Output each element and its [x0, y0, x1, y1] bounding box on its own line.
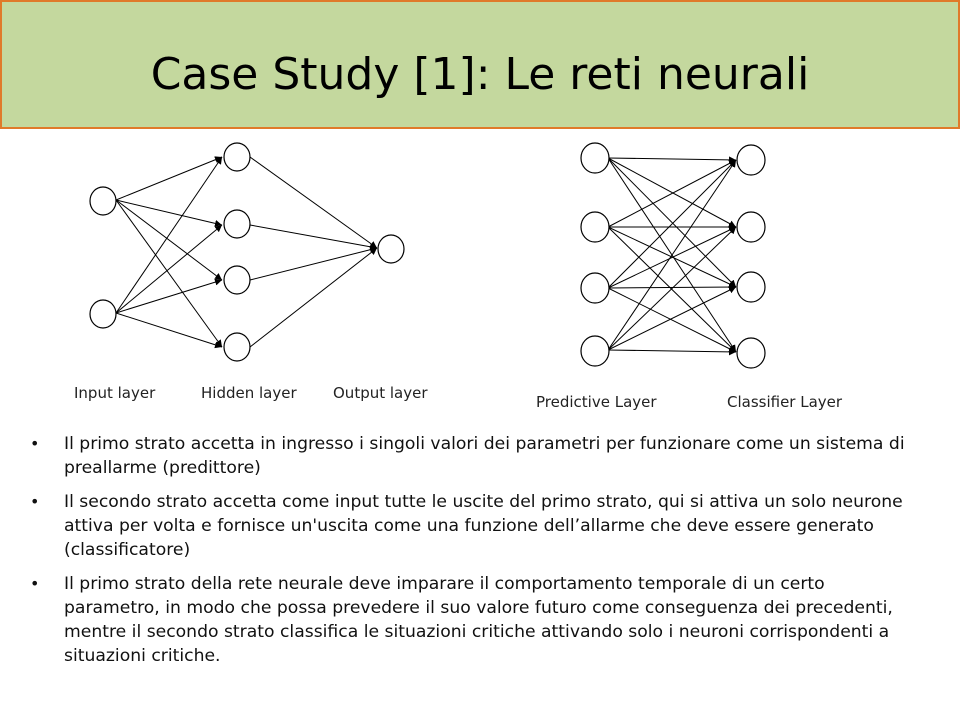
classifier-node-1 [736, 144, 766, 176]
bullet-list: • Il primo strato accetta in ingresso i … [30, 432, 910, 678]
bullet-text: Il secondo strato accetta come input tut… [64, 492, 903, 560]
classifier-layer-label: Classifier Layer [727, 393, 843, 411]
input-node-2 [89, 299, 117, 329]
bullet-dot-icon: • [30, 434, 40, 453]
predictive-layer-label: Predictive Layer [536, 393, 657, 411]
classifier-node-3 [736, 271, 766, 303]
bullet-dot-icon: • [30, 492, 40, 511]
hidden-node-4 [223, 332, 251, 362]
classifier-node-2 [736, 211, 766, 243]
output-node [377, 234, 405, 264]
hidden-node-3 [223, 265, 251, 295]
bullet-item: • Il primo strato della rete neurale dev… [30, 572, 910, 668]
bullet-item: • Il secondo strato accetta come input t… [30, 490, 910, 562]
right-network-edges [607, 156, 737, 356]
predictive-node-3 [580, 272, 610, 304]
output-layer-label: Output layer [333, 384, 428, 402]
right-network-nodes [580, 142, 766, 369]
bullet-text: Il primo strato della rete neurale deve … [64, 574, 893, 666]
bullet-text: Il primo strato accetta in ingresso i si… [64, 434, 905, 478]
input-node-1 [89, 186, 117, 216]
input-layer-label: Input layer [74, 384, 156, 402]
bullet-dot-icon: • [30, 574, 40, 593]
classifier-node-4 [736, 337, 766, 369]
predictive-node-4 [580, 335, 610, 367]
hidden-node-1 [223, 142, 251, 172]
bullet-item: • Il primo strato accetta in ingresso i … [30, 432, 910, 480]
slide-title: Case Study [1]: Le reti neurali [150, 49, 810, 100]
title-bar: Case Study [1]: Le reti neurali [0, 0, 960, 129]
hidden-node-2 [223, 209, 251, 239]
neural-network-diagrams [89, 142, 766, 369]
predictive-node-2 [580, 211, 610, 243]
hidden-layer-label: Hidden layer [201, 384, 297, 402]
left-network-nodes [89, 142, 405, 362]
left-network-edges [115, 156, 378, 349]
predictive-node-1 [580, 142, 610, 174]
